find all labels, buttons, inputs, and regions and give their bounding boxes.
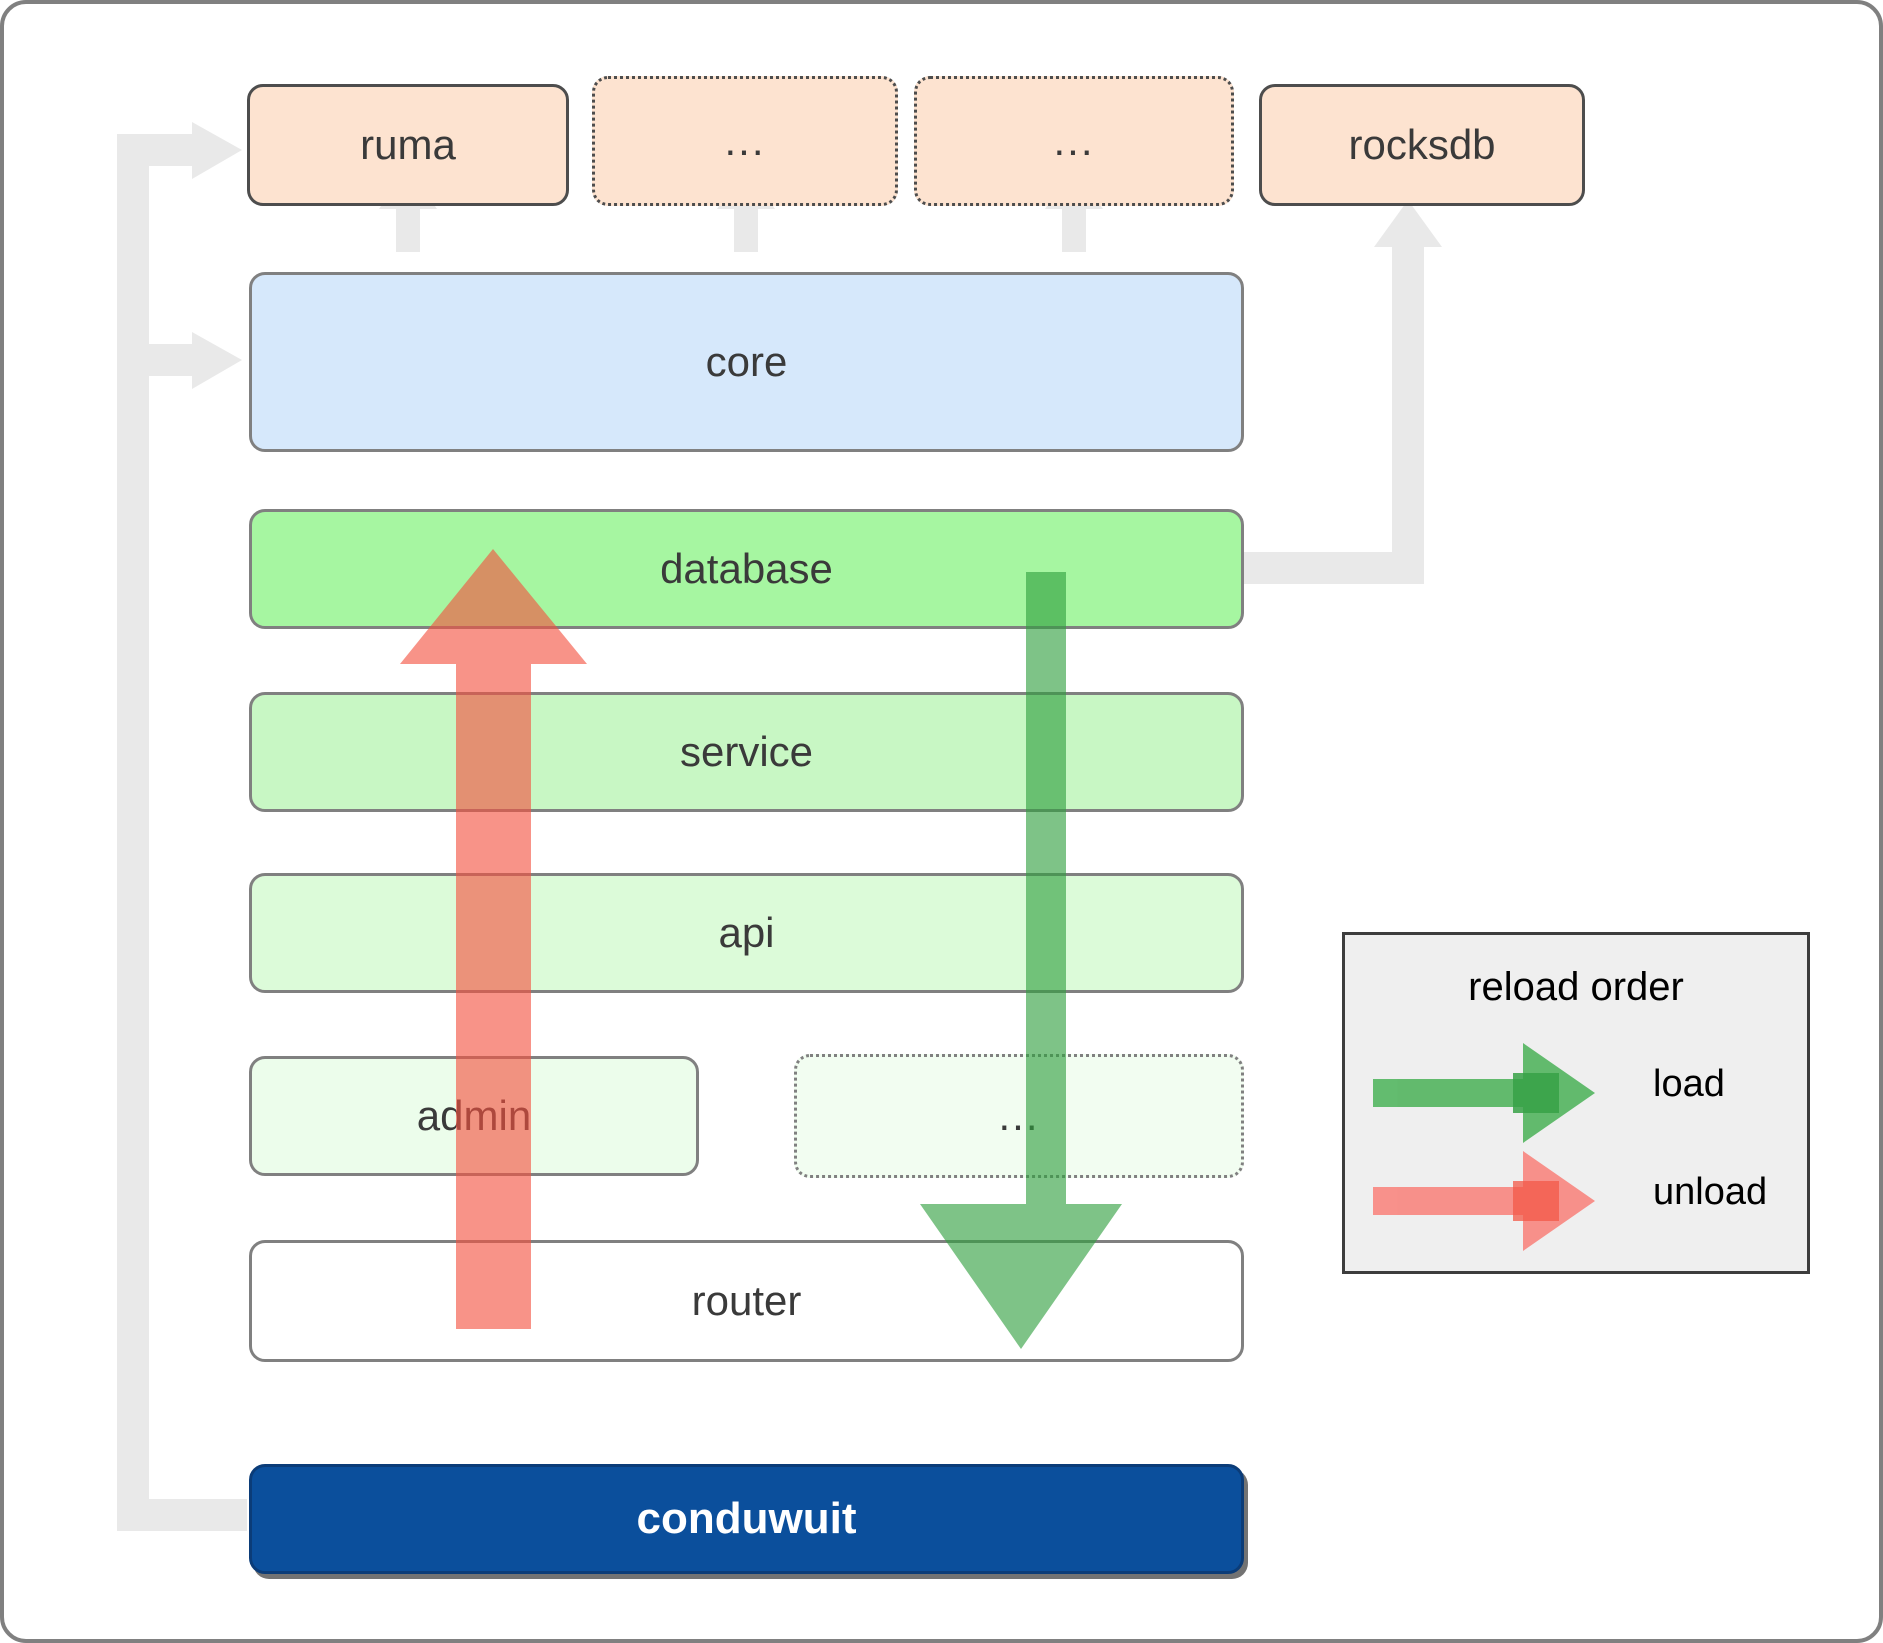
dependency-box-ellipsis-1[interactable]: ... (592, 76, 898, 206)
dependency-box-rocksdb[interactable]: rocksdb (1259, 84, 1585, 206)
dependency-label: ruma (360, 121, 456, 168)
conduwuit-box[interactable]: conduwuit (249, 1464, 1244, 1574)
stack-box-ellipsis[interactable]: ... (794, 1054, 1244, 1178)
legend-panel: reload order load unload (1342, 932, 1810, 1274)
stack-label: admin (416, 1092, 532, 1139)
dependency-label: ... (1053, 117, 1095, 164)
legend-title: reload order (1468, 965, 1684, 1009)
connector-layer (117, 122, 1442, 1531)
core-box[interactable]: core (249, 272, 1244, 452)
stack-label: router (691, 1277, 802, 1324)
stack-label: service (679, 728, 814, 775)
dependency-box-ruma[interactable]: ruma (247, 84, 569, 206)
stack-label: ... (998, 1092, 1040, 1139)
stack-box-admin[interactable]: admin (249, 1056, 699, 1176)
legend-load-label: load (1653, 1063, 1725, 1105)
legend-unload-label: unload (1653, 1171, 1768, 1213)
core-label: core (705, 338, 788, 385)
legend-unload-arrow-icon (1373, 1151, 1595, 1251)
stack-box-router[interactable]: router (249, 1240, 1244, 1362)
dependency-label: ... (724, 117, 766, 164)
legend-load-arrow-icon (1373, 1043, 1595, 1143)
stack-box-service[interactable]: service (249, 692, 1244, 812)
dependency-label: rocksdb (1348, 121, 1496, 168)
dependency-box-ellipsis-2[interactable]: ... (914, 76, 1234, 206)
stack-label: api (718, 909, 775, 956)
stack-box-api[interactable]: api (249, 873, 1244, 993)
stack-label: database (660, 545, 833, 592)
reload-arrow-layer (400, 549, 1122, 1349)
conduwuit-label: conduwuit (636, 1494, 857, 1543)
stack-box-database[interactable]: database (249, 509, 1244, 629)
